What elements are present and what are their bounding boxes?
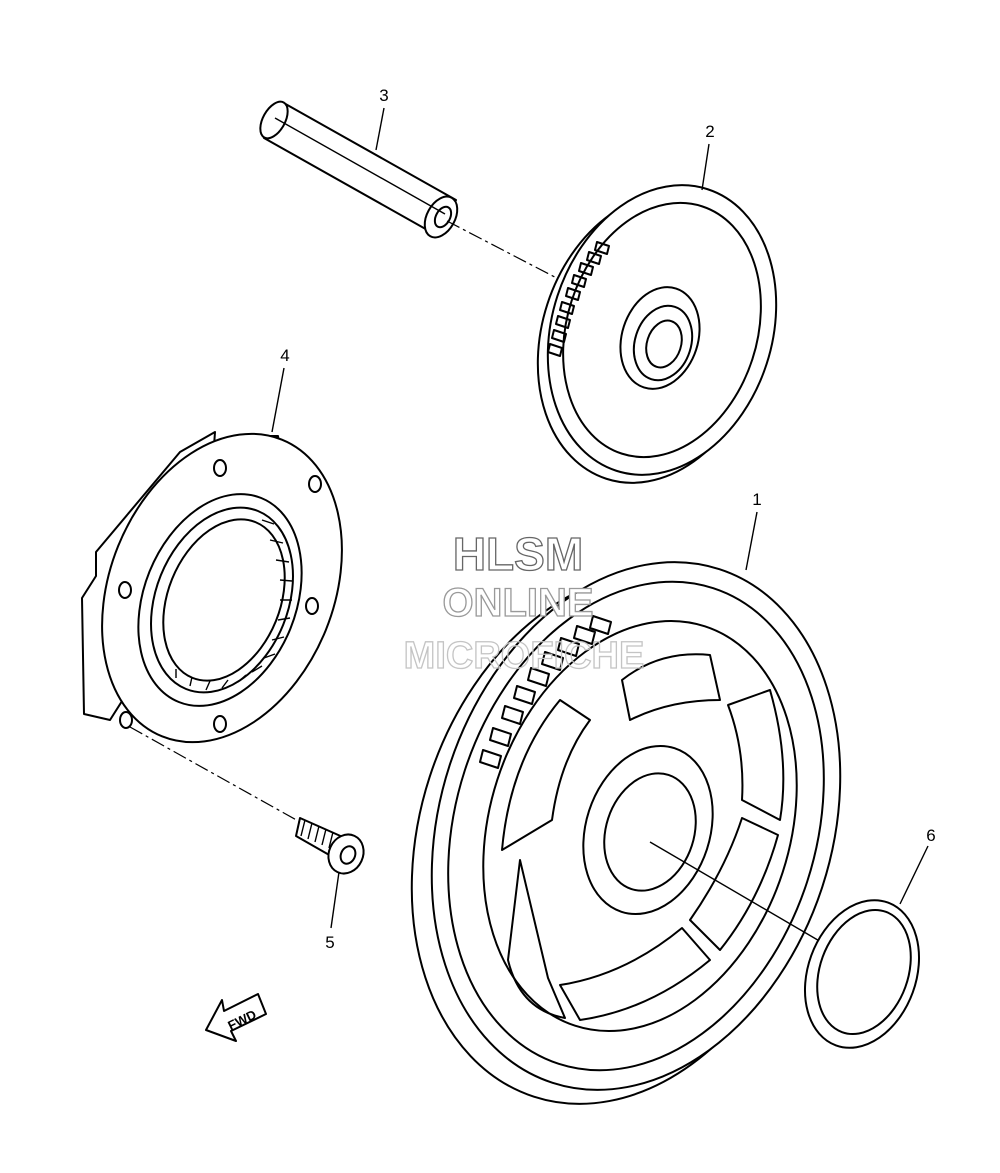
callout-6: 6 (926, 826, 935, 845)
part-5-bolt[interactable] (295, 817, 370, 879)
callout-4: 4 (280, 346, 289, 365)
part-1-spoke-windows (501, 653, 785, 1021)
part-4-rollers (175, 519, 293, 691)
callout-2: 2 (705, 122, 714, 141)
part-2-gear-teeth (547, 241, 610, 357)
part-4-bolt-holes (118, 459, 322, 733)
part-1-gear-teeth (479, 615, 612, 769)
part-3-shaft[interactable] (255, 97, 573, 287)
part-1-starter-gear[interactable] (346, 509, 906, 1158)
part-6-washer[interactable] (785, 884, 938, 1064)
watermark: HLSM ONLINE MICROFICHE (403, 527, 645, 677)
watermark-line-1: HLSM (453, 528, 583, 580)
leader-lines (271, 107, 929, 929)
callout-5: 5 (325, 933, 334, 952)
callout-labels: 3 2 4 1 5 6 (280, 86, 935, 952)
watermark-line-3: MICROFICHE (404, 635, 645, 677)
part-2-idler-gear[interactable] (502, 155, 813, 512)
watermark-line-2: ONLINE (442, 581, 593, 625)
fwd-arrow-icon: FWD (205, 993, 267, 1042)
part-4-starter-clutch[interactable] (58, 398, 386, 823)
callout-3: 3 (379, 86, 388, 105)
callout-1: 1 (752, 490, 761, 509)
